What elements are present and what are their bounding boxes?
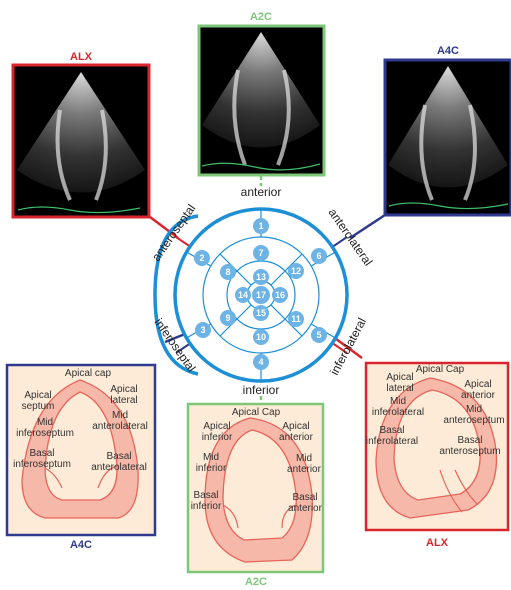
svg-text:9: 9 (225, 313, 230, 323)
alx-apical-cap-label: Apical Cap (416, 364, 465, 375)
schematic-alx: Apical Cap Apical lateral Mid inferolate… (366, 363, 508, 530)
svg-text:Basal: Basal (106, 451, 131, 462)
svg-text:Mid: Mid (37, 417, 53, 428)
svg-text:Apical: Apical (110, 384, 137, 395)
a4c-bottom-title: A4C (70, 539, 92, 551)
segment-10: 10 (253, 329, 269, 345)
svg-text:septum: septum (22, 401, 55, 412)
svg-text:Basal: Basal (193, 490, 218, 501)
svg-text:anterior: anterior (288, 503, 323, 514)
svg-text:anterior: anterior (279, 432, 314, 443)
svg-text:Apical: Apical (24, 390, 51, 401)
svg-text:8: 8 (225, 267, 230, 277)
a2c-apical-cap-label: Apical Cap (232, 407, 281, 418)
segment-12: 12 (288, 263, 304, 279)
svg-text:Apical: Apical (464, 379, 491, 390)
segment-4: 4 (253, 354, 269, 370)
schematic-a2c: Apical Cap Apical inferior Mid inferior … (188, 404, 323, 572)
schematic-a4c: Apical cap Apical septum Mid inferoseptu… (7, 365, 155, 535)
wall-label-inferior: inferior (243, 383, 280, 397)
svg-text:17: 17 (256, 290, 266, 300)
segment-9: 9 (220, 310, 236, 326)
svg-text:inferior: inferior (202, 432, 233, 443)
svg-text:1: 1 (258, 221, 263, 231)
segment-3: 3 (195, 322, 211, 338)
echo-image-a4c (385, 60, 511, 215)
svg-text:inferolateral: inferolateral (372, 407, 424, 418)
svg-text:13: 13 (256, 272, 266, 282)
svg-text:Mid: Mid (466, 404, 482, 415)
a2c-bottom-title: A2C (245, 576, 267, 588)
wall-label-anterior: anterior (241, 185, 282, 199)
a4c-apical-cap-label: Apical cap (65, 368, 112, 379)
segment-8: 8 (220, 264, 236, 280)
svg-text:inferolateral: inferolateral (366, 436, 418, 447)
svg-text:Mid: Mid (203, 452, 219, 463)
svg-text:Mid: Mid (112, 410, 128, 421)
svg-text:inferoseptum: inferoseptum (13, 459, 71, 470)
svg-text:anterior: anterior (461, 390, 496, 401)
svg-text:14: 14 (238, 290, 248, 300)
svg-text:Basal: Basal (29, 448, 54, 459)
svg-text:inferior: inferior (196, 463, 227, 474)
a4c-top-title: A4C (437, 45, 459, 57)
svg-text:16: 16 (275, 290, 285, 300)
segment-2: 2 (194, 250, 210, 266)
svg-text:3: 3 (200, 325, 205, 335)
svg-text:inferoseptum: inferoseptum (16, 428, 74, 439)
echo-image-a2c (199, 26, 324, 175)
segment-17: 17 (252, 286, 270, 304)
segment-15: 15 (253, 305, 269, 321)
alx-top-title: ALX (70, 51, 93, 63)
svg-text:inferior: inferior (191, 501, 222, 512)
svg-text:7: 7 (258, 248, 263, 258)
svg-text:12: 12 (291, 266, 301, 276)
svg-text:anterolateral: anterolateral (92, 421, 148, 432)
alx-bottom-title: ALX (426, 537, 449, 549)
segment-16: 16 (272, 287, 288, 303)
segment-14: 14 (235, 287, 251, 303)
svg-text:anterolateral: anterolateral (91, 462, 147, 473)
svg-text:Basal: Basal (457, 435, 482, 446)
svg-text:Basal: Basal (292, 492, 317, 503)
segment-11: 11 (288, 311, 304, 327)
svg-text:Mid: Mid (390, 396, 406, 407)
svg-text:anteroseptum: anteroseptum (443, 415, 504, 426)
svg-text:lateral: lateral (110, 395, 137, 406)
svg-text:lateral: lateral (386, 383, 413, 394)
segment-13: 13 (253, 269, 269, 285)
svg-text:anteroseptum: anteroseptum (439, 446, 500, 457)
svg-text:Apical: Apical (386, 372, 413, 383)
svg-text:Apical: Apical (203, 421, 230, 432)
svg-text:5: 5 (316, 330, 321, 340)
segment-6: 6 (311, 248, 327, 264)
svg-text:anterior: anterior (287, 464, 322, 475)
svg-text:Apical: Apical (282, 421, 309, 432)
svg-text:4: 4 (258, 357, 263, 367)
echo-image-alx (13, 65, 149, 217)
svg-text:11: 11 (291, 314, 301, 324)
segment-7: 7 (253, 245, 269, 261)
svg-text:10: 10 (256, 332, 266, 342)
a2c-top-title: A2C (250, 11, 272, 23)
segment-5: 5 (311, 327, 327, 343)
segment-1: 1 (253, 218, 269, 234)
svg-text:15: 15 (256, 308, 266, 318)
svg-text:Mid: Mid (296, 453, 312, 464)
svg-text:Basal: Basal (379, 425, 404, 436)
svg-text:2: 2 (199, 253, 204, 263)
svg-text:6: 6 (316, 251, 321, 261)
